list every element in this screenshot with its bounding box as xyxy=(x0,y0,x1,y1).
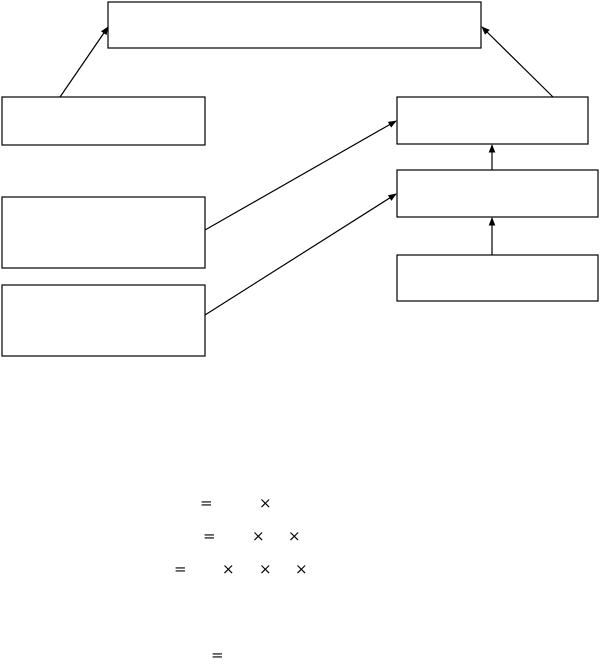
formula-row3-times-3: × xyxy=(295,560,308,578)
formula-row2-equals: = xyxy=(203,527,216,545)
arrow-right-box-1-to-top-box xyxy=(481,26,554,98)
formula-row1-equals: = xyxy=(200,494,213,512)
right-box-1 xyxy=(396,96,589,145)
formula-row2-times-1: × xyxy=(252,527,265,545)
top-box xyxy=(107,1,482,49)
formula-row1-times-1: × xyxy=(259,494,272,512)
formula-row3-times-1: × xyxy=(222,560,235,578)
left-box-1 xyxy=(1,96,206,146)
formula-row2-times-2: × xyxy=(288,527,301,545)
right-box-3 xyxy=(396,254,599,302)
formula-row4-equals: = xyxy=(211,646,224,664)
formula-row3-times-2: × xyxy=(259,560,272,578)
arrow-left-box-1-to-top-box xyxy=(59,26,109,98)
arrow-left-box-2-to-right-box-1 xyxy=(204,120,397,231)
left-box-2 xyxy=(1,196,206,269)
arrow-left-box-3-to-right-box-2 xyxy=(204,193,397,316)
right-box-2 xyxy=(396,169,599,218)
formula-row3-equals: = xyxy=(174,560,187,578)
left-box-3 xyxy=(1,284,206,357)
